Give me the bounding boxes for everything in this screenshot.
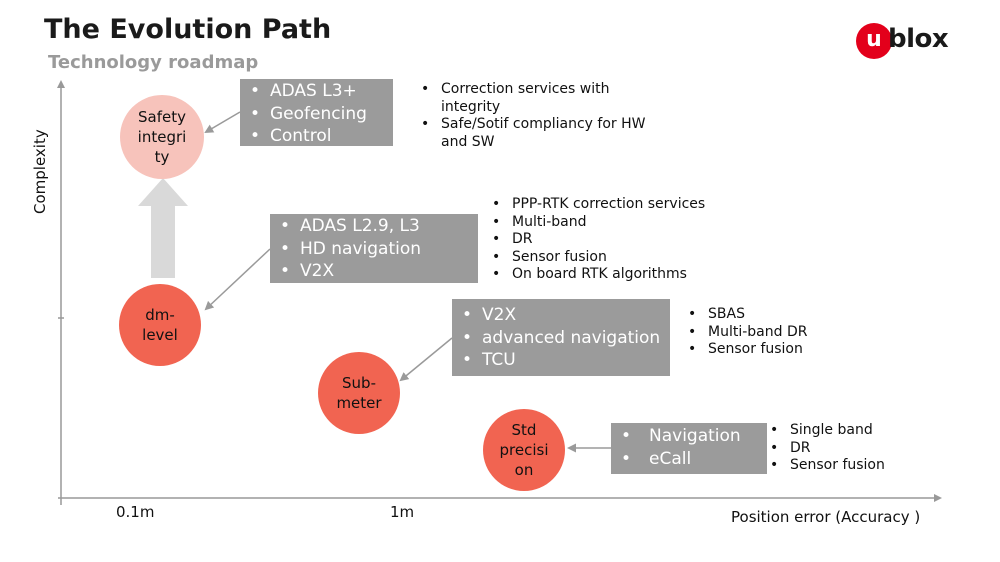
logo-badge: u	[856, 23, 892, 59]
logo-text: blox	[888, 24, 949, 54]
connector-sub	[399, 337, 453, 382]
requirement-item: Multi-band	[490, 214, 705, 232]
use-case-item: TCU	[460, 349, 662, 372]
use-case-item: advanced navigation	[460, 327, 662, 350]
level-circle-sub-meter: Sub-meter	[318, 352, 400, 434]
requirements-std: Single band DR Sensor fusion	[768, 422, 885, 475]
up-arrow-icon	[138, 178, 188, 278]
requirement-item: PPP-RTK correction services	[490, 196, 705, 214]
requirement-item: Sensor fusion	[768, 457, 885, 475]
requirement-item: Multi-band DR	[686, 324, 807, 342]
requirements-dm: PPP-RTK correction services Multi-band D…	[490, 196, 705, 284]
use-case-item: V2X	[460, 304, 662, 327]
requirement-item: SBAS	[686, 306, 807, 324]
use-case-item: HD navigation	[278, 238, 470, 261]
use-case-item: ADAS L2.9, L3	[278, 215, 470, 238]
requirement-item: Sensor fusion	[686, 341, 807, 359]
use-case-box-std: Navigation eCall	[611, 423, 767, 474]
x-axis-label: Position error (Accuracy )	[731, 508, 921, 526]
page-title: The Evolution Path	[44, 14, 332, 45]
ublox-logo: u blox	[856, 23, 960, 61]
connector-dm	[204, 248, 271, 311]
level-label: Sub-meter	[336, 374, 382, 412]
requirements-sub-meter: SBAS Multi-band DR Sensor fusion	[686, 306, 807, 359]
requirement-item: DR	[768, 440, 885, 458]
requirement-item: DR	[490, 231, 705, 249]
level-circle-dm-level: dm-level	[119, 284, 201, 366]
x-tick-label: 1m	[390, 503, 415, 521]
use-case-item: V2X	[278, 260, 470, 283]
requirement-item: Sensor fusion	[490, 249, 705, 267]
use-case-item: eCall	[619, 448, 759, 471]
requirement-item: Single band	[768, 422, 885, 440]
use-case-box-sub-meter: V2X advanced navigation TCU	[452, 299, 670, 376]
requirement-item: On board RTK algorithms	[490, 266, 705, 284]
use-case-item: ADAS L3+	[248, 80, 385, 103]
x-tick-label: 0.1m	[116, 503, 155, 521]
use-case-item: Navigation	[619, 425, 759, 448]
use-case-box-safety: ADAS L3+ Geofencing Control	[240, 79, 393, 148]
use-case-item: Geofencing	[248, 103, 385, 126]
y-axis-label: Complexity	[31, 129, 49, 214]
use-case-item: Control	[248, 125, 385, 148]
page-subtitle: Technology roadmap	[48, 52, 259, 73]
use-case-box-dm: ADAS L2.9, L3 HD navigation V2X	[270, 214, 478, 283]
level-label: dm-level	[142, 306, 178, 344]
connector-safety	[204, 111, 241, 134]
